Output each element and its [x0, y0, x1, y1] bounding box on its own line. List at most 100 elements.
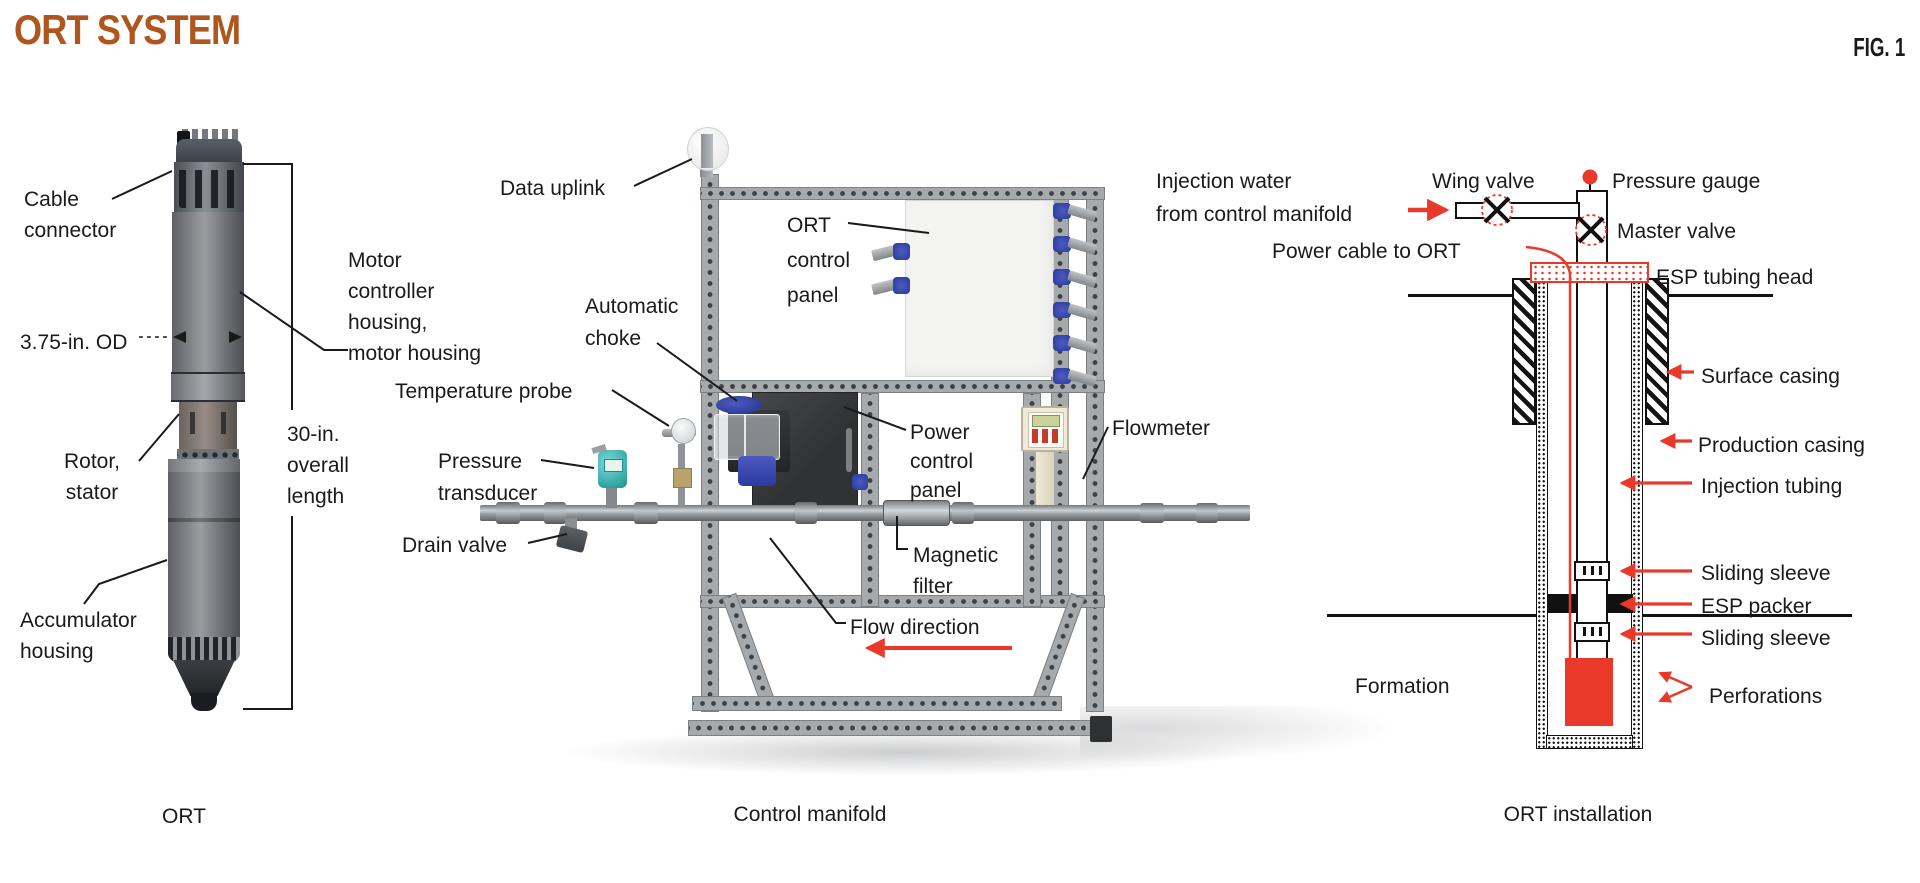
panel-handle [846, 428, 852, 472]
label-motor-housing: Motor controller housing, motor housing [348, 249, 482, 365]
label-flowmeter: Flowmeter [1112, 417, 1211, 440]
sleeve-tick [1591, 627, 1594, 636]
housing-ring [168, 518, 240, 522]
rotor-slot [221, 412, 226, 434]
label-ort-control-panel: ORT control panel [787, 214, 851, 307]
label-formation: Formation [1355, 675, 1450, 698]
connector-blue [1053, 203, 1071, 219]
rotor-stator-section [179, 402, 237, 456]
blue-fitting [852, 474, 868, 490]
label-injection-water: Injection water from control manifold [1156, 170, 1353, 226]
housing-highlight [168, 459, 240, 472]
caption-ort-installation: ORT installation [1503, 803, 1653, 826]
label-automatic-choke: Automatic choke [585, 295, 679, 350]
perforation-arrows [1658, 671, 1693, 703]
nose-tip [191, 693, 217, 711]
label-production-casing: Production casing [1698, 434, 1865, 457]
label-accumulator: Accumulator housing [20, 609, 137, 663]
label-cable-connector: Cable connector [24, 188, 117, 242]
temperature-probe-head [671, 418, 696, 444]
formation-line [1327, 614, 1536, 617]
flowmeter-lcd [1032, 415, 1060, 427]
sliding-sleeve-lower [1574, 622, 1610, 642]
surface-casing-right [1645, 278, 1669, 425]
sliding-sleeve-upper [1574, 561, 1610, 581]
figure-number: FIG. 1 [1852, 32, 1905, 62]
choke-housing-divider [744, 414, 746, 458]
sleeve-tick [1583, 566, 1586, 575]
esp-packer-right [1604, 594, 1633, 613]
flowmeter-buttons [1032, 429, 1058, 443]
pipe-coupling [1140, 503, 1164, 523]
caption-ort: ORT [162, 805, 206, 828]
top-cap [176, 139, 242, 165]
caption-control-manifold: Control manifold [733, 803, 887, 826]
label-perforations: Perforations [1709, 685, 1823, 708]
magnetic-filter-body [883, 500, 950, 526]
label-drain-valve: Drain valve [402, 534, 508, 557]
label-surface-casing: Surface casing [1701, 365, 1840, 388]
label-overall-length: 30-in. overall length [287, 423, 349, 508]
frame-brace-left [722, 592, 777, 709]
choke-handwheel [716, 396, 762, 414]
label-esp-tubing-head: ESP tubing head [1656, 266, 1814, 289]
pipe-coupling [634, 502, 658, 524]
label-od: 3.75-in. OD [20, 331, 128, 354]
label-pressure-gauge: Pressure gauge [1612, 170, 1761, 193]
pipe-coupling [496, 502, 520, 524]
connector-blue [893, 277, 910, 294]
bolt-ring [177, 449, 239, 461]
formation-line [1643, 614, 1852, 617]
label-data-uplink: Data uplink [500, 177, 606, 200]
frame-bar-top [700, 187, 1105, 200]
injection-tubing-column [1576, 190, 1608, 658]
rotor-slot [190, 412, 195, 434]
label-master-valve: Master valve [1617, 220, 1737, 243]
length-bracket [243, 163, 293, 710]
floor-shadow [560, 728, 1250, 776]
ground-line [1669, 294, 1773, 297]
motor-controller-housing [172, 212, 244, 374]
sleeve-tick [1583, 627, 1586, 636]
flange [171, 372, 245, 402]
esp-packer-left [1548, 594, 1578, 613]
pipe-coupling [795, 502, 817, 524]
fin-skirt [168, 637, 240, 662]
surface-casing-left [1512, 278, 1536, 425]
label-power-control-panel: Power control panel [910, 421, 974, 502]
probe-fitting [673, 468, 692, 488]
pipe-support-post [861, 393, 879, 607]
connector-blue [1053, 236, 1071, 252]
accumulator-housing-body [168, 459, 240, 639]
production-casing-left [1536, 280, 1548, 749]
connector-blue [1053, 368, 1071, 384]
choke-base [738, 456, 776, 486]
pipe-coupling [544, 502, 566, 524]
drain-valve-handle [555, 524, 589, 554]
label-magnetic-filter: Magnetic filter [913, 544, 999, 598]
esp-tubing-head [1530, 262, 1649, 283]
slots [179, 170, 241, 208]
flowmeter-stem [1036, 452, 1054, 505]
frame-bar-middle [700, 380, 1105, 393]
ground-line [1408, 294, 1512, 297]
transducer-neck [606, 486, 617, 508]
label-flow-direction: Flow direction [850, 616, 980, 639]
base-rail-front [688, 720, 1108, 736]
label-rotor-stator: Rotor, stator [63, 450, 121, 504]
page-title: ORT SYSTEM [14, 6, 241, 53]
label-sliding-sleeve-lower: Sliding sleeve [1701, 627, 1831, 650]
frame-post-right [1086, 187, 1104, 607]
antenna-element [701, 134, 713, 168]
base-rail-rear [692, 696, 1062, 711]
casing-bottom-cap [1546, 735, 1633, 749]
connector-blue [1053, 269, 1071, 285]
choke-clear-housing [714, 414, 780, 460]
label-injection-tubing: Injection tubing [1701, 475, 1843, 498]
label-pressure-transducer: Pressure transducer [438, 450, 538, 505]
ort-unit-red-box [1565, 658, 1613, 726]
sleeve-tick [1591, 566, 1594, 575]
connector-blue [1053, 302, 1071, 318]
sleeve-tick [1599, 627, 1602, 636]
